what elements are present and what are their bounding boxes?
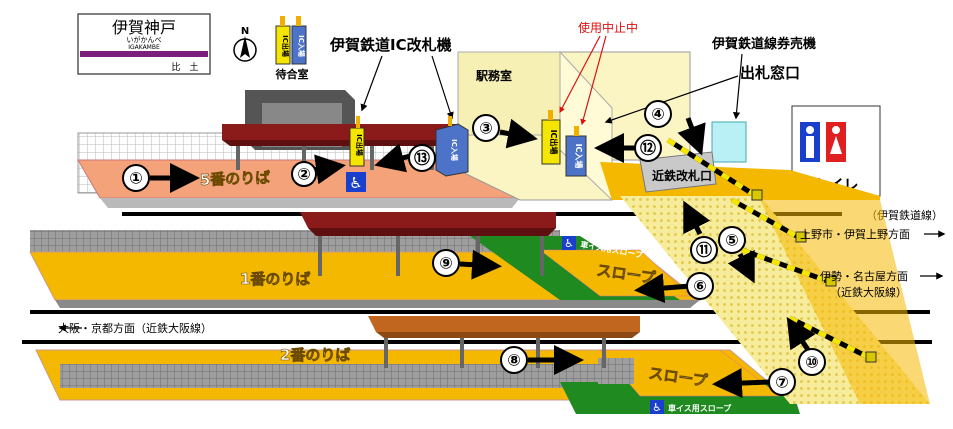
kintetsu-osaka-line-label: （近鉄大阪線） (830, 285, 907, 299)
waiting-room-ic-legend: IC出場 IC入場 待合室 (275, 16, 309, 81)
route-arrows (150, 117, 816, 399)
step-7: ⑦ (768, 368, 796, 396)
svg-text:♿: ♿ (652, 401, 662, 414)
svg-text:⑩: ⑩ (805, 353, 819, 372)
accessible-icon: ♿ (562, 236, 576, 250)
ticket-machine (711, 121, 747, 163)
step-3: ③ (472, 114, 500, 142)
ic-gate-concourse: IC出場 IC入場 (541, 110, 587, 177)
osaka-kyoto-label: 大阪・京都方面（近鉄大阪線） (58, 321, 212, 335)
compass-icon: N (233, 26, 257, 62)
sign-name: 伊賀神戸 (112, 18, 176, 37)
step-8: ⑧ (500, 346, 528, 374)
ueno-direction-label: 上野市・伊賀上野方面 (800, 227, 910, 241)
step-11: ⑪ (690, 236, 718, 264)
svg-text:♿: ♿ (564, 237, 574, 250)
sign-next-station: 比 土 (171, 61, 198, 73)
track-kintetsu-up (30, 310, 930, 314)
svg-text:⑤: ⑤ (725, 231, 739, 250)
exit-window-label: 出札窓口 (740, 64, 800, 82)
legend-ic-out: IC出場 (281, 35, 290, 57)
step-1: ① (122, 164, 150, 192)
svg-text:⑥: ⑥ (693, 277, 707, 296)
svg-text:⑦: ⑦ (775, 373, 789, 392)
track-kintetsu-down (22, 340, 932, 344)
step-12: ⑫ (634, 134, 662, 162)
svg-text:⑫: ⑫ (640, 139, 656, 158)
step-10: ⑩ (798, 348, 826, 376)
svg-text:⑨: ⑨ (439, 254, 453, 273)
ic-gate-platform5: IC出場 (349, 116, 365, 167)
step-9: ⑨ (432, 249, 460, 277)
svg-text:⑪: ⑪ (696, 241, 712, 260)
platform-2-label: 2番のりば (280, 346, 350, 364)
gate-ic-in-b: IC入場 (574, 144, 584, 169)
platform-1-label: 1番のりば (240, 270, 310, 288)
step-4: ④ (644, 100, 672, 128)
step-2: ② (291, 161, 317, 187)
ic-gate-platform5-entry: IC入場 (435, 116, 469, 177)
svg-text:⑧: ⑧ (507, 351, 521, 370)
gate-ic-in-a: IC入場 (450, 139, 459, 161)
platform-2-wall (60, 364, 600, 388)
step-6: ⑥ (686, 272, 714, 300)
sign-romaji: IGAKAMBE (128, 44, 160, 51)
step-5: ⑤ (718, 226, 746, 254)
kintetsu-gate-label: 近鉄改札口 (652, 168, 712, 183)
platform-2-roof (368, 316, 640, 368)
svg-text:③: ③ (479, 119, 493, 138)
sign-kana: いがかんべ (127, 35, 162, 44)
svg-text:②: ② (297, 165, 311, 184)
waiting-room-label: 待合室 (275, 67, 309, 81)
accessible-icon-2: ♿ (650, 400, 664, 414)
station-office-label: 駅務室 (475, 68, 512, 83)
ise-nagoya-direction-label: 伊勢・名古屋方面 (820, 269, 908, 283)
wheelchair-slope-label-2: 車イス用スロープ (668, 403, 732, 413)
out-of-service-label: 使用中止中 (578, 20, 638, 35)
svg-text:⑬: ⑬ (414, 149, 430, 168)
accessible-icon-3: ♿ (346, 172, 366, 192)
compass-north-label: N (241, 26, 249, 37)
platform-5-roof (222, 124, 470, 170)
gate-ic-out-a: IC出場 (355, 134, 364, 156)
svg-text:④: ④ (651, 105, 665, 124)
svg-text:♿: ♿ (349, 174, 362, 192)
station-name-sign: 伊賀神戸 いがかんべ IGAKAMBE 比 土 (77, 13, 211, 75)
svg-text:①: ① (129, 169, 143, 188)
legend-ic-in: IC入場 (297, 35, 306, 57)
platform-5-label: 5番のりば (200, 169, 271, 189)
iga-line-label: （伊賀鉄道線） (866, 208, 943, 222)
step-13: ⑬ (408, 144, 436, 172)
kintetsu-gate: 近鉄改札口 (639, 151, 717, 193)
iga-ticket-machine-label: 伊賀鉄道線券売機 (711, 36, 816, 52)
ic-gate-label: 伊賀鉄道IC改札機 (329, 36, 452, 54)
gate-ic-out-b: IC出場 (549, 130, 559, 155)
